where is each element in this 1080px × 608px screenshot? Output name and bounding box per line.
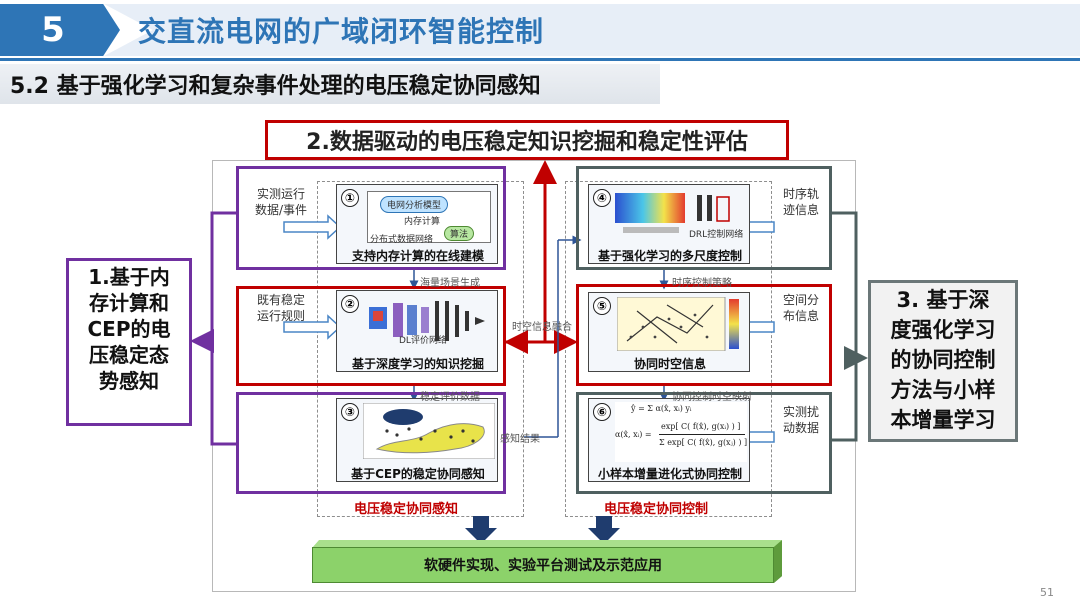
spatial-map-illustration bbox=[617, 297, 739, 351]
flow-label-perception-result: 感知结果 bbox=[500, 434, 540, 445]
algorithm-bubble: 算法 bbox=[444, 226, 475, 241]
right-box-line: 方法与小样 bbox=[890, 378, 996, 402]
left-box-line: 势感知 bbox=[99, 369, 159, 393]
event-cluster-illustration bbox=[363, 403, 495, 459]
card-knowledge-mining: ② DL评价网络 基于深度学习的知识挖掘 bbox=[336, 290, 498, 372]
row-box-cep-perception bbox=[236, 392, 506, 494]
card-multiscale-control: ④ DRL控制网络 基于强化学习的多尺度控制 bbox=[588, 184, 750, 264]
row-box-knowledge-mining bbox=[236, 286, 506, 386]
right-box-line: 的协同控制 bbox=[890, 348, 996, 372]
section-subtitle: 5.2 基于强化学习和复杂事件处理的电压稳定协同感知 bbox=[10, 74, 541, 99]
green-bar-side-face bbox=[774, 540, 782, 583]
left-box-line: 存计算和 bbox=[89, 291, 169, 315]
control-objective-box: 3. 基于深 度强化学习 的协同控制 方法与小样 本增量学习 bbox=[868, 280, 1018, 442]
formula-denominator: Σ exp[ C( f(x̂), g(xⱼ) ) ] bbox=[659, 438, 748, 447]
card-title: 小样本增量进化式协同控制 bbox=[597, 467, 742, 481]
card-number: ④ bbox=[593, 189, 611, 207]
flow-label-scenario-generation: 海量场景生成 bbox=[420, 278, 480, 289]
card-illustration: 电网分析模型 内存计算 算法 分布式数据网络 bbox=[367, 191, 491, 245]
row-box-spatiotemporal bbox=[576, 284, 832, 386]
flow-label-timing-strategy: 时序控制策略 bbox=[672, 278, 732, 289]
right-box-line: 本增量学习 bbox=[890, 408, 996, 432]
input-label-line: 迹信息 bbox=[782, 203, 819, 217]
input-label-line: 空间分 bbox=[782, 293, 819, 307]
drl-illustration bbox=[615, 193, 730, 233]
card-title: 基于深度学习的知识挖掘 bbox=[351, 357, 484, 371]
input-label-disturbance-data: 实测扰 动数据 bbox=[776, 404, 826, 436]
flow-label-evaluation-data: 稳定评价数据 bbox=[420, 392, 480, 403]
card-title: 支持内存计算的在线建模 bbox=[351, 249, 484, 263]
grid-model-bubble: 电网分析模型 bbox=[380, 196, 449, 213]
input-label-line: 动数据 bbox=[782, 421, 819, 435]
input-label-line: 实测扰 bbox=[782, 405, 819, 419]
section-number: 5 bbox=[0, 4, 120, 56]
input-label-line: 既有稳定 bbox=[256, 293, 305, 307]
row-box-multiscale-control bbox=[576, 166, 832, 270]
neural-network-illustration bbox=[369, 301, 485, 341]
row-box-incremental-control bbox=[576, 392, 832, 494]
card-title: 基于CEP的稳定协同感知 bbox=[351, 467, 485, 481]
input-label-line: 实测运行 bbox=[256, 187, 305, 201]
card-spatiotemporal: ⑤ 协同时空信息 bbox=[588, 292, 750, 372]
card-number: ⑥ bbox=[593, 403, 611, 421]
implementation-bar: 软硬件实现、实验平台测试及示范应用 bbox=[312, 547, 774, 583]
page-title: 交直流电网的广域闭环智能控制 bbox=[138, 15, 545, 48]
card-number: ① bbox=[341, 189, 359, 207]
dl-network-label: DL评价网络 bbox=[399, 336, 447, 346]
card-title: 基于强化学习的多尺度控制 bbox=[597, 249, 742, 263]
left-box-line: 1.基于内 bbox=[88, 265, 170, 289]
card-incremental-control: ⑥ ŷ = Σ α(x̂, xᵢ) yᵢ α(x̂, xᵢ) = exp[ C(… bbox=[588, 398, 750, 482]
card-title: 协同时空信息 bbox=[633, 357, 706, 371]
card-cep-perception: ③ 基于CEP的稳定协同感知 bbox=[336, 398, 498, 482]
row-box-online-modeling bbox=[236, 166, 506, 270]
card-number: ② bbox=[341, 295, 359, 313]
data-driven-knowledge-box: 2.数据驱动的电压稳定知识挖掘和稳定性评估 bbox=[265, 120, 789, 160]
input-label-line: 布信息 bbox=[782, 309, 819, 323]
distributed-network-label: 分布式数据网络 bbox=[370, 235, 434, 245]
formula: ŷ = Σ α(x̂, xᵢ) yᵢ α(x̂, xᵢ) = exp[ C( f… bbox=[615, 402, 747, 462]
card-online-modeling: ① 电网分析模型 内存计算 算法 分布式数据网络 支持内存计算的在线建模 bbox=[336, 184, 498, 264]
in-memory-label: 内存计算 bbox=[404, 217, 441, 227]
label-voltage-control: 电压稳定协同控制 bbox=[604, 502, 709, 517]
right-box-line: 度强化学习 bbox=[890, 318, 996, 342]
formula-fraction-bar bbox=[659, 434, 745, 435]
right-box-line: 3. 基于深 bbox=[896, 288, 990, 312]
flow-label-spatial-mapping: 协同控制时空映射 bbox=[672, 392, 752, 403]
perception-objective-box: 1.基于内 存计算和 CEP的电 压稳定态 势感知 bbox=[66, 258, 192, 426]
input-label-line: 时序轨 bbox=[782, 187, 819, 201]
card-number: ③ bbox=[341, 403, 359, 421]
page-number: 51 bbox=[1040, 586, 1054, 599]
formula-lhs: α(x̂, xᵢ) = bbox=[615, 430, 652, 439]
input-label-time-trajectory: 时序轨 迹信息 bbox=[776, 186, 826, 218]
header-divider bbox=[0, 58, 1080, 61]
label-voltage-perception: 电压稳定协同感知 bbox=[354, 502, 459, 517]
formula-line1: ŷ = Σ α(x̂, xᵢ) yᵢ bbox=[631, 404, 692, 413]
input-label-line: 数据/事件 bbox=[254, 203, 308, 217]
subtitle-background bbox=[0, 64, 660, 104]
drl-network-label: DRL控制网络 bbox=[689, 230, 744, 240]
left-box-line: 压稳定态 bbox=[89, 343, 169, 367]
flow-label-fusion: 时空信息融合 bbox=[512, 322, 572, 333]
input-label-measured-data: 实测运行 数据/事件 bbox=[246, 186, 316, 218]
input-label-spatial-distribution: 空间分 布信息 bbox=[776, 292, 826, 324]
input-label-line: 运行规则 bbox=[256, 309, 305, 323]
card-number: ⑤ bbox=[593, 297, 611, 315]
input-label-existing-rules: 既有稳定 运行规则 bbox=[246, 292, 316, 324]
left-box-line: CEP的电 bbox=[87, 317, 171, 341]
header-title-bar bbox=[104, 4, 1080, 56]
green-bar-top-face bbox=[312, 540, 782, 548]
formula-numerator: exp[ C( f(x̂), g(xᵢ) ) ] bbox=[661, 422, 741, 431]
